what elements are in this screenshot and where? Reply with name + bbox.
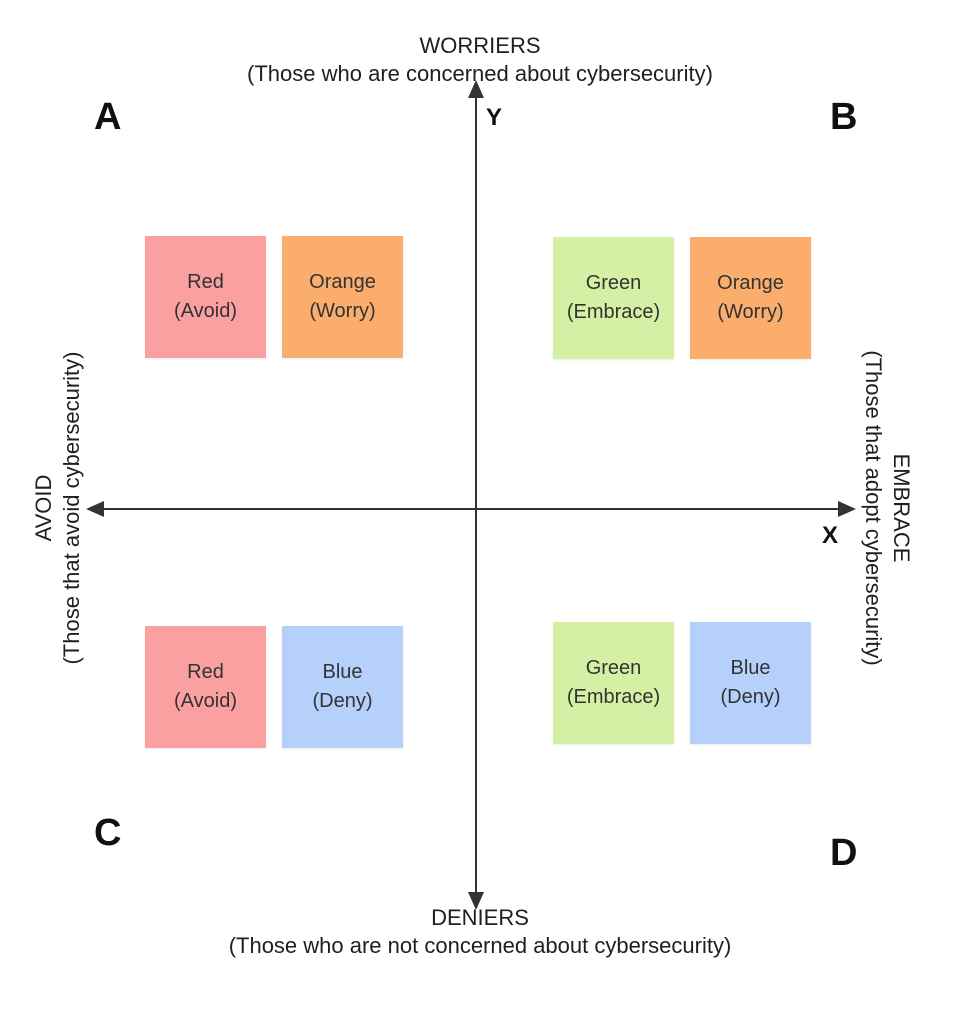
- note-name: Blue: [730, 657, 771, 679]
- sticky-note-d-blue: Blue (Deny): [690, 622, 811, 744]
- left-axis-title: AVOID: [31, 474, 56, 542]
- right-axis-subtitle: (Those that adopt cybersecurity): [861, 350, 886, 666]
- y-axis-letter: Y: [486, 104, 503, 131]
- bottom-axis-subtitle: (Those who are not concerned about cyber…: [228, 933, 732, 958]
- left-axis-subtitle: (Those that avoid cybersecurity): [59, 351, 84, 665]
- note-role: (Embrace): [566, 686, 661, 708]
- note-role: (Worry): [309, 300, 376, 322]
- sticky-note-c-red: Red (Avoid): [145, 626, 266, 748]
- note-role: (Worry): [717, 301, 784, 323]
- sticky-note-d-green: Green (Embrace): [553, 622, 674, 744]
- note-role: (Deny): [312, 690, 373, 712]
- note-role: (Avoid): [174, 690, 237, 712]
- sticky-note-a-red: Red (Avoid): [145, 236, 266, 358]
- note-name: Orange: [717, 272, 784, 294]
- top-axis-subtitle: (Those who are concerned about cybersecu…: [247, 61, 713, 86]
- sticky-note-c-blue: Blue (Deny): [282, 626, 403, 748]
- right-axis-label: EMBRACE (Those that adopt cybersecurity): [859, 318, 915, 698]
- note-name: Green: [585, 272, 642, 294]
- note-role: (Avoid): [174, 300, 237, 322]
- bottom-axis-label: DENIERS (Those who are not concerned abo…: [0, 904, 960, 960]
- sticky-note-b-orange: Orange (Worry): [690, 237, 811, 359]
- left-axis-label: AVOID (Those that avoid cybersecurity): [30, 318, 86, 698]
- quadrant-b-label: B: [830, 96, 858, 138]
- sticky-note-a-orange: Orange (Worry): [282, 236, 403, 358]
- x-axis-letter: X: [822, 522, 839, 549]
- quadrant-a-label: A: [94, 96, 122, 138]
- sticky-note-b-green: Green (Embrace): [553, 237, 674, 359]
- note-name: Red: [187, 271, 224, 293]
- note-name: Green: [585, 657, 642, 679]
- quadrant-d-label: D: [830, 832, 858, 874]
- top-axis-title: WORRIERS: [419, 33, 541, 58]
- right-axis-title: EMBRACE: [889, 453, 914, 563]
- quadrant-c-label: C: [94, 812, 122, 854]
- note-role: (Embrace): [566, 301, 661, 323]
- note-role: (Deny): [720, 686, 781, 708]
- note-name: Red: [187, 661, 224, 683]
- note-name: Blue: [322, 661, 363, 683]
- top-axis-label: WORRIERS (Those who are concerned about …: [0, 32, 960, 88]
- bottom-axis-title: DENIERS: [431, 905, 529, 930]
- note-name: Orange: [309, 271, 376, 293]
